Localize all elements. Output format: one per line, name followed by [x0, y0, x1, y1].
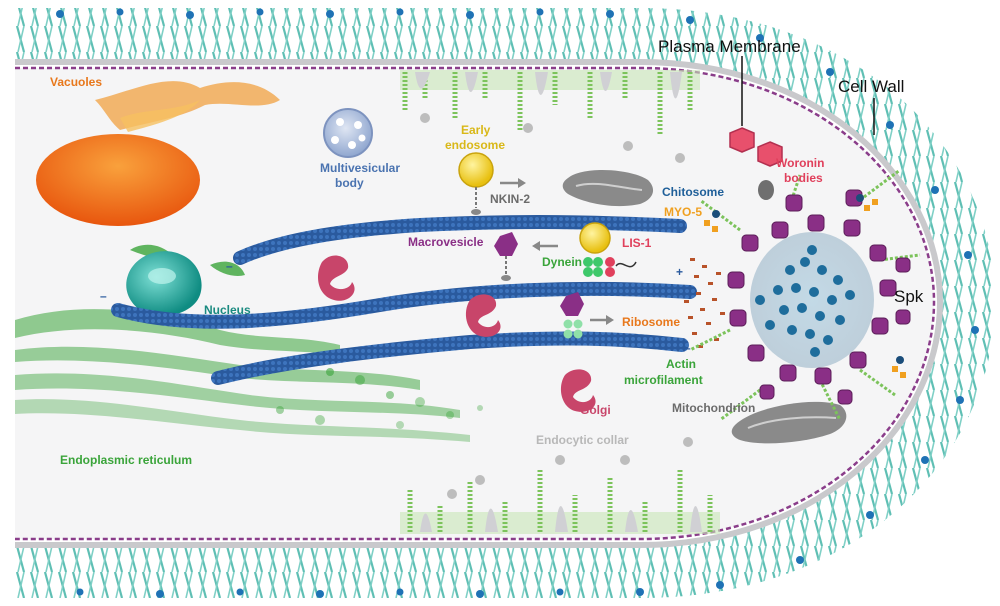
myo5-label: MYO-5 [664, 205, 702, 219]
cell-wall-dots [56, 8, 979, 598]
cell-wall-label: Cell Wall [838, 77, 904, 96]
mitochondrion-label: Mitochondrion [672, 401, 755, 415]
ribosome-label: Ribosome [622, 315, 680, 329]
vacuoles [36, 81, 280, 226]
multivesicular-label-line1: Multivesicular [320, 161, 400, 175]
golgi-label: Golgi [580, 403, 611, 417]
woronin-bodies [729, 127, 783, 167]
plasma-membrane-label: Plasma Membrane [658, 37, 801, 56]
actin-label-line2: microfilament [624, 373, 703, 387]
multivesicular-body [323, 108, 373, 158]
endoplasmic-reticulum [15, 244, 483, 442]
early-endosome-label-line1: Early [461, 123, 491, 137]
multivesicular-label-line2: body [335, 176, 364, 190]
dynein-label: Dynein [542, 255, 582, 269]
plus-end-middle: + [676, 265, 683, 279]
minus-end-top: – [226, 259, 233, 273]
woronin-label-line2: bodies [784, 171, 823, 185]
golgi [318, 255, 596, 412]
endocytic-collar-top [400, 70, 700, 163]
woronin-label-line1: Woronin [776, 156, 824, 170]
macrovesicle-cargo [494, 232, 558, 281]
nkin2-arrow [500, 178, 526, 188]
nkin2-label: NKIN-2 [490, 192, 530, 206]
actin-label-line1: Actin [666, 357, 696, 371]
plus-end-top: + [676, 223, 683, 237]
mitochondria [562, 169, 847, 444]
nucleus [126, 251, 202, 316]
chitosomes [704, 194, 906, 378]
endocytic-collar-bottom [400, 437, 720, 534]
minus-end-middle: – [100, 289, 107, 303]
ribosomes [684, 258, 725, 348]
spitzenkorper [727, 189, 911, 405]
cell-wall [15, 8, 995, 598]
chitosome-label: Chitosome [662, 185, 724, 199]
early-endosome [458, 152, 494, 215]
early-endosome-label-line2: endosome [445, 138, 505, 152]
leader-lines [741, 56, 875, 135]
spk-label: Spk [894, 287, 924, 306]
er-label: Endoplasmic reticulum [60, 453, 192, 467]
vacuoles-label: Vacuoles [50, 75, 102, 89]
microtubules [111, 215, 697, 385]
plasma-membrane [15, 66, 936, 541]
nucleus-label: Nucleus [204, 303, 251, 317]
minus-end-bottom: – [684, 341, 691, 355]
lis1-label: LIS-1 [622, 236, 652, 250]
endocytic-collar-label: Endocytic collar [536, 433, 629, 447]
macrovesicle-label: Macrovesicle [408, 235, 484, 249]
dynein-complex [579, 222, 637, 277]
kinesin-cargo-lower [560, 292, 614, 339]
